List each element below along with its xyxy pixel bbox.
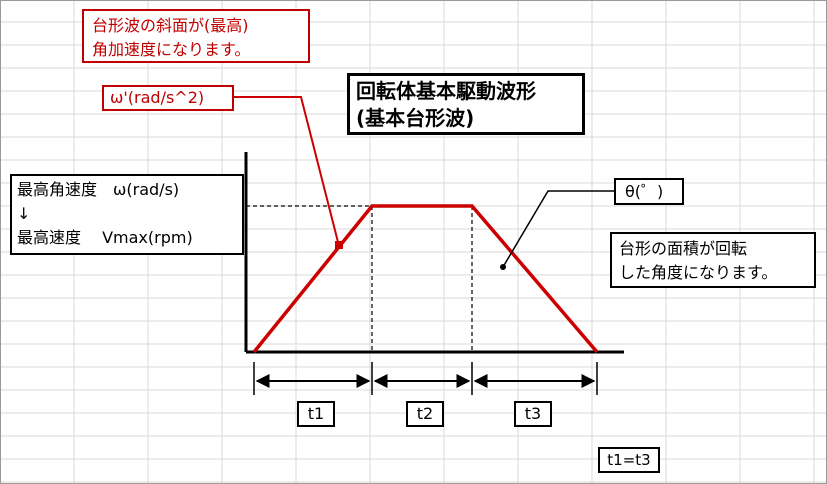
angular-acceleration-text: ω'(rad/s^2) <box>110 88 205 107</box>
accel-slope-callout: 台形波の斜面が(最高) 角加速度になります。 <box>82 9 310 63</box>
area-note-line1: 台形の面積が回転 <box>619 239 748 258</box>
down-arrow-glyph: ↓ <box>17 204 31 223</box>
area-note-line2: した角度になります。 <box>619 263 778 282</box>
area-note-box: 台形の面積が回転 した角度になります。 <box>610 232 816 288</box>
trapezoid-waveform <box>252 204 599 354</box>
accel-slope-callout-line1: 台形波の斜面が(最高) <box>92 16 249 35</box>
t1-label-box: t1 <box>297 401 335 427</box>
max-speed-box: 最高角速度 ω(rad/s) ↓ 最高速度 Vmax(rpm) <box>10 174 244 255</box>
theta-label-text: θ(゜) <box>625 182 664 201</box>
t1-label: t1 <box>307 404 325 423</box>
max-speed-rpm-text: 最高速度 Vmax(rpm) <box>17 228 193 247</box>
t2-label-box: t2 <box>406 401 444 427</box>
max-angular-speed-text: 最高角速度 ω(rad/s) <box>17 180 180 199</box>
t1-equals-t3-box: t1=t3 <box>598 447 660 473</box>
diagram-title-line2: (基本台形波) <box>356 106 475 130</box>
t2-label: t2 <box>416 404 434 423</box>
theta-leader-dot <box>500 264 506 270</box>
t3-label: t3 <box>524 404 542 423</box>
diagram-title-line1: 回転体基本駆動波形 <box>356 79 536 103</box>
accel-leader-line <box>233 96 340 247</box>
t1-equals-t3-text: t1=t3 <box>607 451 651 469</box>
accel-leader-marker <box>335 241 343 249</box>
t3-label-box: t3 <box>514 401 552 427</box>
theta-leader-line <box>502 190 614 268</box>
accel-slope-callout-line2: 角加速度になります。 <box>92 40 251 59</box>
diagram-title-box: 回転体基本駆動波形 (基本台形波) <box>347 73 585 135</box>
theta-label-box: θ(゜) <box>614 178 684 205</box>
angular-acceleration-label: ω'(rad/s^2) <box>102 85 234 111</box>
